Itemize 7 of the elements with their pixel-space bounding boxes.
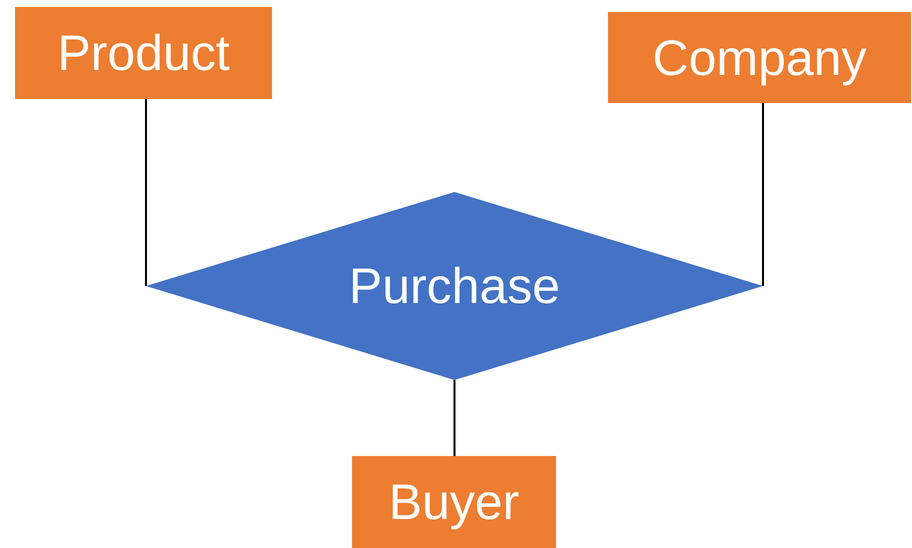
connector-line bbox=[145, 99, 147, 286]
entity-box: Product bbox=[15, 7, 272, 99]
relationship-label: Purchase bbox=[348, 257, 560, 315]
connector-line bbox=[762, 103, 764, 286]
entity-box: Buyer bbox=[352, 456, 556, 548]
entity-box: Company bbox=[608, 12, 911, 103]
connector-line bbox=[454, 380, 456, 456]
